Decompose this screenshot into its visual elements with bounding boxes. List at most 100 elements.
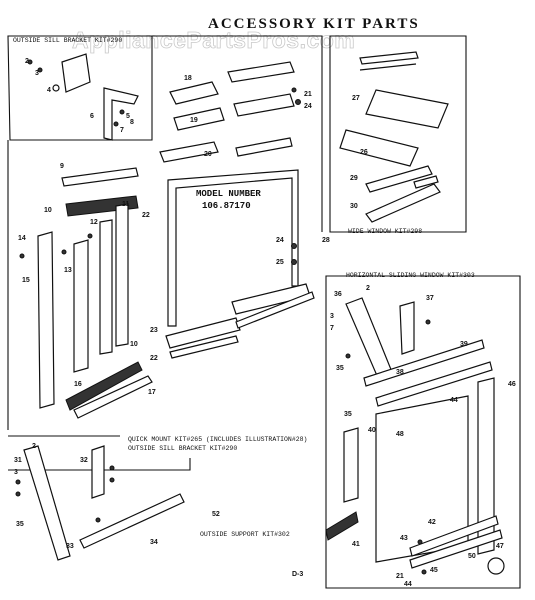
bracket-37 [399, 301, 415, 355]
callout: 17 [148, 389, 156, 396]
rail-part-10b [65, 361, 143, 411]
callout: 45 [430, 567, 438, 574]
callout: 19 [190, 117, 198, 124]
callout: 34 [150, 539, 158, 546]
foam-seal-26 [365, 89, 449, 129]
callout: 48 [396, 431, 404, 438]
post-40 [343, 427, 359, 503]
callout: 35 [336, 365, 344, 372]
callout: 30 [350, 203, 358, 210]
callout: 24 [276, 237, 284, 244]
callout: 25 [276, 259, 284, 266]
callout: 52 [212, 511, 220, 518]
callout: 3 [14, 469, 18, 476]
callout: 32 [80, 457, 88, 464]
sill-bracket [103, 87, 139, 141]
channel-20 [159, 141, 219, 163]
callout: 3 [330, 313, 334, 320]
bracket-plate [61, 53, 91, 93]
sill-part [169, 335, 239, 359]
angle-part [233, 93, 295, 117]
callout: 4 [47, 87, 51, 94]
callout: 47 [496, 543, 504, 550]
sill-42 [409, 515, 499, 557]
callout: 7 [120, 127, 124, 134]
rail-30 [365, 183, 441, 223]
rail-38 [375, 361, 493, 407]
callout: 43 [400, 535, 408, 542]
side-post-14 [37, 231, 55, 409]
callout: 8 [130, 119, 134, 126]
rail-part-9 [61, 167, 139, 187]
support-arm-31 [23, 445, 71, 561]
callout: 22 [150, 355, 158, 362]
callout: 35 [16, 521, 24, 528]
callout: 31 [14, 457, 22, 464]
callout: 2 [25, 58, 29, 65]
callout: 10 [44, 207, 52, 214]
kit-label-horizontal-sliding: HORIZONTAL SLIDING WINDOW KIT#303 [346, 272, 475, 279]
rail-29 [365, 165, 433, 193]
kit-label-wide-window: WIDE WINDOW KIT#298 [348, 228, 422, 235]
sill-50 [409, 529, 503, 569]
seal-roll-47 [487, 557, 505, 575]
callout: 3 [35, 70, 39, 77]
callout: 6 [90, 113, 94, 120]
wide-window-kit-panel: WIDE WINDOW KIT#298 [329, 35, 467, 235]
side-strip-12 [99, 219, 113, 355]
kit-label-outside-support: OUTSIDE SUPPORT KIT#302 [200, 531, 290, 538]
horizontal-sliding-window-kit-panel: HORIZONTAL SLIDING WINDOW KIT#303 [325, 272, 521, 589]
callout: 29 [350, 175, 358, 182]
callout: 23 [150, 327, 158, 334]
outside-support-kit-panel: QUICK MOUNT KIT#265 (INCLUDES ILLUSTRATI… [8, 435, 307, 561]
callout: 11 [122, 201, 130, 208]
callout: 2 [366, 285, 370, 292]
callout: 24 [304, 103, 312, 110]
callout: 15 [22, 277, 30, 284]
sill-part-b [235, 291, 315, 329]
callout: 33 [66, 543, 74, 550]
callout: 50 [468, 553, 476, 560]
callout: 37 [426, 295, 434, 302]
callout: 12 [90, 219, 98, 226]
callout: 13 [64, 267, 72, 274]
rail-39 [363, 339, 485, 387]
top-angle-part-18 [169, 81, 219, 105]
callout: 44 [450, 397, 458, 404]
callout: 2 [32, 443, 36, 450]
side-strip-11 [115, 203, 129, 347]
callout: 20 [204, 151, 212, 158]
model-number-stamp: MODEL NUMBER [196, 189, 261, 199]
callout: 18 [184, 75, 192, 82]
callout: 26 [360, 149, 368, 156]
callout: 42 [428, 519, 436, 526]
callout: 22 [142, 212, 150, 219]
callout: 38 [396, 369, 404, 376]
page-label: D-3 [292, 571, 303, 578]
channel [235, 137, 293, 157]
callout: 16 [74, 381, 82, 388]
callout: 40 [368, 427, 376, 434]
callout: 44 [404, 581, 412, 588]
callout: 39 [460, 341, 468, 348]
angle-part-19 [173, 107, 225, 131]
callout: 41 [352, 541, 360, 548]
callout: 27 [352, 95, 360, 102]
callout: 21 [304, 91, 312, 98]
sill-part-23 [165, 317, 241, 349]
callout: 7 [330, 325, 334, 332]
callout: 36 [334, 291, 342, 298]
bracket-32 [91, 445, 105, 499]
callout: 28 [322, 237, 330, 244]
callout: 46 [508, 381, 516, 388]
outside-sill-bracket-kit-panel: OUTSIDE SILL BRACKET KIT#290 [7, 35, 153, 141]
kit-label-outside-sill-bracket-2: OUTSIDE SILL BRACKET KIT#290 [128, 445, 237, 452]
panel-26 [339, 129, 419, 167]
filler-frame-22 [167, 169, 299, 327]
callout: 21 [396, 573, 404, 580]
kit-label-outside-sill-bracket: OUTSIDE SILL BRACKET KIT#290 [13, 37, 122, 44]
rail-part-10 [65, 195, 139, 217]
callout: 9 [60, 163, 64, 170]
